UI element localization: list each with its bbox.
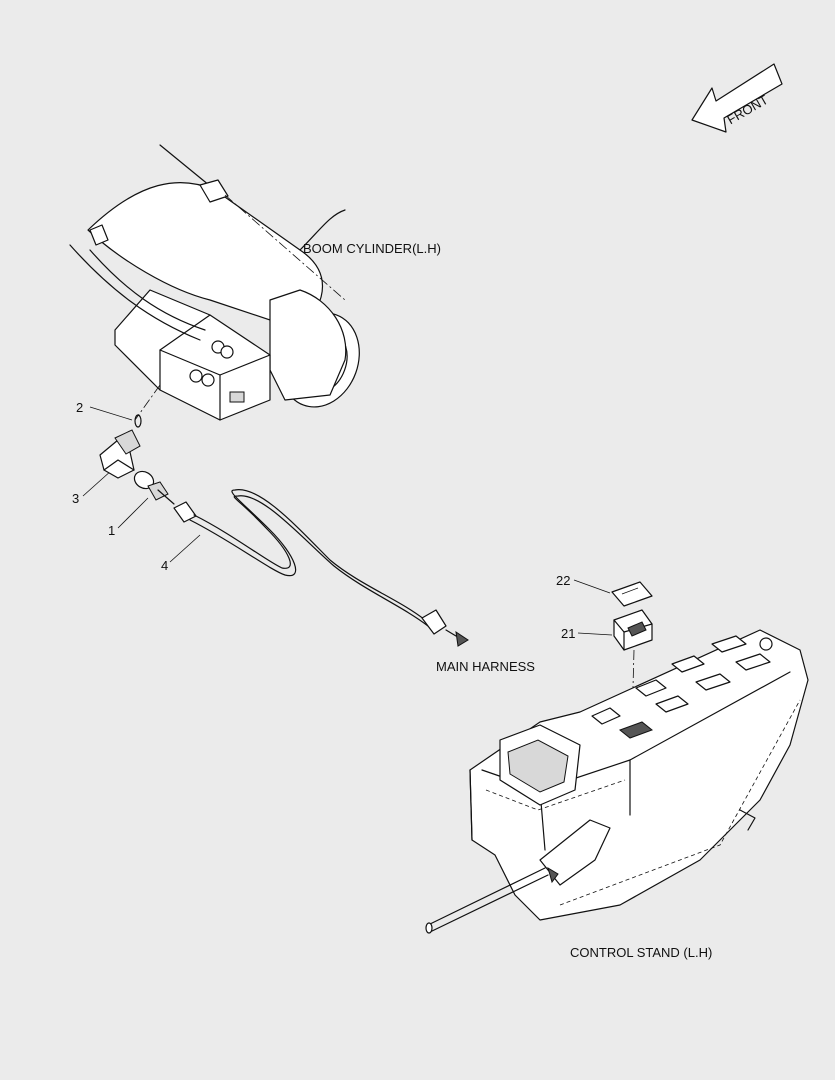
callout-22: 22 — [556, 573, 653, 607]
front-arrow-icon: FRONT — [691, 63, 783, 133]
callout-22-number: 22 — [556, 573, 570, 588]
callout-1: 1 — [108, 470, 175, 538]
callout-3: 3 — [72, 429, 141, 506]
callout-2: 2 — [76, 400, 142, 428]
boom-cylinder-drawing — [69, 144, 360, 421]
callout-4-number: 4 — [161, 558, 168, 573]
callout-1-number: 1 — [108, 523, 115, 538]
callout-21-number: 21 — [561, 626, 575, 641]
boom-cylinder-label: BOOM CYLINDER(L.H) — [303, 241, 441, 256]
main-harness-label: MAIN HARNESS — [436, 659, 535, 674]
callout-4: 4 — [161, 489, 469, 647]
callout-3-number: 3 — [72, 491, 79, 506]
control-stand-label: CONTROL STAND (L.H) — [570, 945, 712, 960]
callout-2-number: 2 — [76, 400, 83, 415]
control-stand-drawing — [425, 629, 809, 934]
